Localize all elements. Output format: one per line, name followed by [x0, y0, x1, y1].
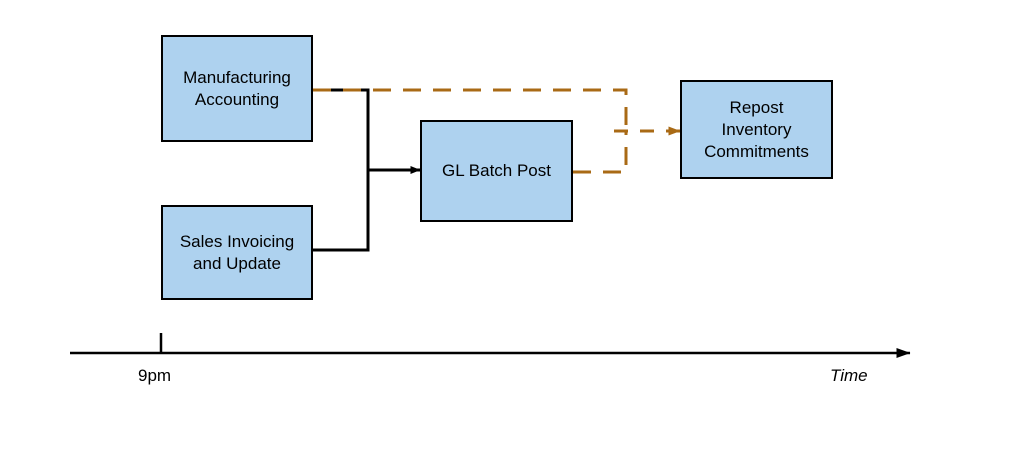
edge-sales-to-gl-batch-post: [313, 170, 370, 252]
axis-title-time: Time: [830, 366, 868, 385]
edge-gl-batch-post-to-repost-inventory: [573, 131, 628, 174]
node-label: Manufacturing Accounting: [183, 67, 291, 109]
edge-manufacturing-to-gl-batch-post: [313, 88, 370, 170]
node-label: GL Batch Post: [442, 161, 551, 180]
node-repost-inventory-commitments[interactable]: Repost Inventory Commitments: [680, 80, 833, 179]
node-gl-batch-post[interactable]: GL Batch Post: [420, 120, 573, 222]
axis-tick-label-9pm: 9pm: [138, 366, 172, 385]
node-label: Repost Inventory Commitments: [704, 97, 809, 161]
time-axis: [70, 333, 911, 358]
edge-manufacturing-to-repost-inventory: [313, 88, 628, 131]
node-sales-invoicing-and-update[interactable]: Sales Invoicing and Update: [161, 205, 313, 300]
node-label: Sales Invoicing and Update: [179, 231, 295, 273]
node-manufacturing-accounting[interactable]: Manufacturing Accounting: [161, 35, 313, 142]
